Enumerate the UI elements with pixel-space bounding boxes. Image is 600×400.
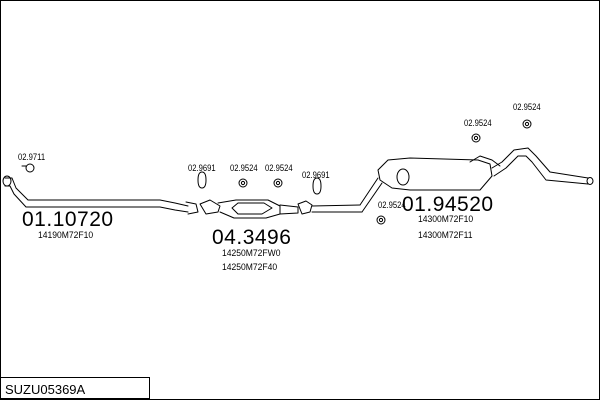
rear-silencer-drawing	[359, 147, 594, 213]
diagram-code: SUZU05369A	[5, 382, 86, 397]
hanger-p5	[312, 177, 322, 195]
catalyst-oem-2: 14250M72F40	[222, 262, 278, 273]
part-label-p3: 02.9524	[230, 163, 258, 173]
hanger-p2	[197, 171, 207, 189]
hanger-p7	[471, 133, 481, 143]
front-pipe-oem-1: 14190M72F10	[38, 230, 94, 241]
rear-silencer-number: 01.94520	[402, 193, 494, 216]
part-label-p6: 02.9524	[378, 200, 406, 210]
catalyst-oem-1: 14250M72FW0	[222, 248, 281, 259]
hanger-p1	[21, 163, 35, 173]
part-label-p5: 02.9691	[302, 170, 330, 180]
part-label-p7: 02.9524	[464, 118, 492, 128]
rear-silencer-oem-2: 14300M72F11	[418, 230, 473, 241]
hanger-p3	[238, 178, 248, 188]
hanger-p8	[522, 119, 532, 129]
front-pipe-drawing	[2, 175, 199, 215]
part-label-p4: 02.9524	[265, 163, 293, 173]
part-label-p2: 02.9691	[188, 163, 216, 173]
front-pipe-number: 01.10720	[22, 208, 114, 231]
catalyst-drawing	[199, 199, 363, 219]
part-label-p1: 02.9711	[18, 152, 46, 162]
part-label-p8: 02.9524	[513, 102, 541, 112]
catalyst-number: 04.3496	[212, 226, 292, 249]
hanger-p6	[376, 215, 386, 225]
hanger-p4	[273, 178, 283, 188]
rear-silencer-oem-1: 14300M72F10	[418, 214, 474, 225]
diagram-code-box: SUZU05369A	[0, 377, 150, 399]
